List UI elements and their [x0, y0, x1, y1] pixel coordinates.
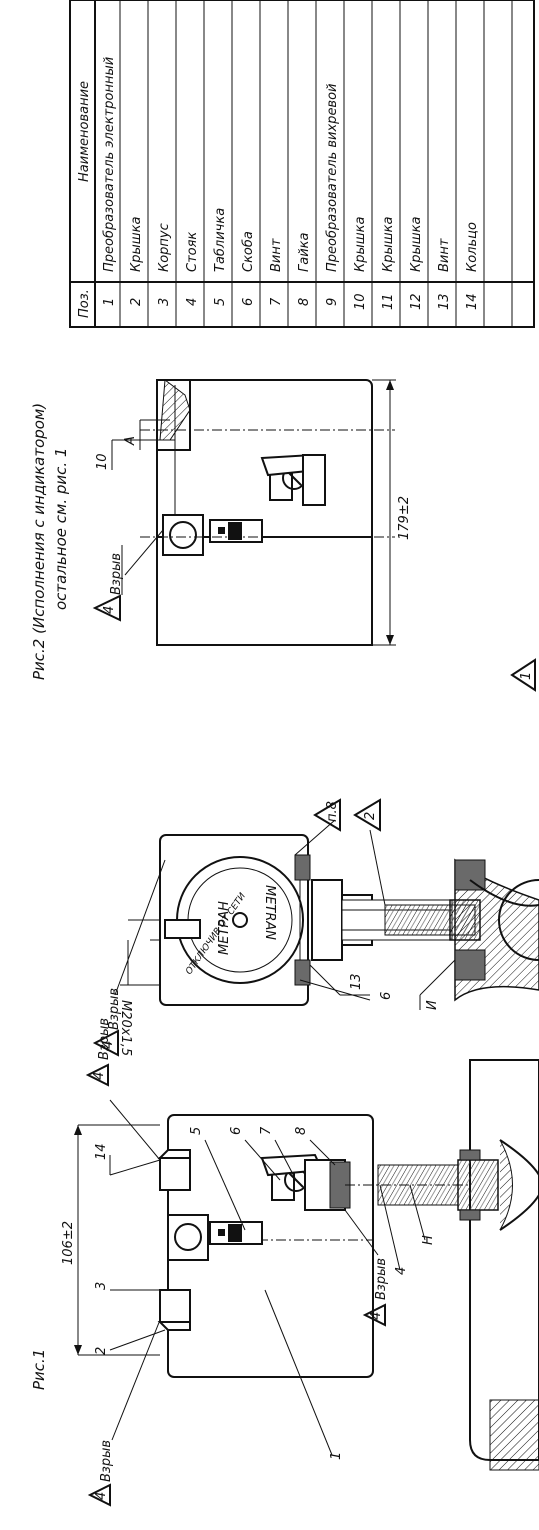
table-row-name: Корпус [157, 223, 172, 272]
mid-triangle-1-num: 1 [519, 672, 534, 680]
table-header-pos: Поз. [77, 289, 92, 318]
table-row-pos: 6 [241, 298, 256, 306]
figure-middle: МЕТРАН METRAN ОТКЛЮЧИВ ОТ СЕТИ М20х1,5 [92, 658, 539, 1057]
mid-thread: М20х1,5 [118, 1000, 133, 1056]
table-row-name: Табличка [213, 208, 228, 272]
table-row-pos: 7 [269, 297, 284, 306]
table-row-name: Стояк [185, 232, 200, 272]
fig1-callout-8: 8 [294, 1127, 309, 1135]
table-row-name: Кольцо [465, 222, 480, 272]
fig2-callout-10: 10 [95, 453, 110, 470]
table-row-pos: 11 [381, 293, 396, 310]
table-row-name: Винт [437, 238, 452, 272]
fig1-callout-7: 7 [259, 1126, 274, 1135]
fig1-explosion-num-2: 4 [92, 1072, 107, 1080]
table-row-name: Преобразователь вихревой [325, 84, 340, 273]
mid-triangle-2-icon [353, 798, 381, 832]
mid-logo-left: МЕТРАН [217, 901, 232, 955]
table-row-pos: 1 [102, 298, 117, 306]
table-row-name: Преобразователь электронный [102, 57, 117, 272]
mid-ref-p8: п.8 [325, 801, 340, 822]
fig2-explosion-num: 4 [102, 606, 117, 614]
fig1-explosion-num-3: 4 [369, 1312, 384, 1320]
fig1-callout-4: 4 [394, 1267, 409, 1275]
mid-explosion-num: 4 [101, 1041, 116, 1049]
table-row-pos: 14 [465, 293, 480, 310]
fig1-explosion-label-1: Взрыв [99, 1440, 114, 1482]
mid-callout-13: 13 [349, 973, 364, 990]
mid-explosion-triangle-icon [92, 1029, 119, 1057]
fig1-explosion-triangle-3-icon [362, 1303, 386, 1327]
fig1-callout-5: 5 [189, 1127, 204, 1135]
table-row-pos: 8 [297, 298, 312, 306]
parts-table: Поз. Наименование 1 Преобразователь элек… [69, 0, 535, 328]
fig1-callout-6: 6 [229, 1127, 244, 1135]
fig2-explosion-label: Взрыв [109, 553, 124, 595]
fig1-callout-H: Н [421, 1235, 436, 1245]
table-row-pos: 9 [325, 298, 340, 306]
table-row-name: Скоба [241, 231, 256, 272]
figure-1: Рис.1 [30, 1018, 539, 1507]
fig1-explosion-label-3: Взрыв [374, 1258, 389, 1300]
fig1-explosion-triangle-2-icon [85, 1063, 109, 1087]
mid-explosion-label: Взрыв [107, 988, 122, 1030]
figure-2: Рис.2 (Исполнения с индикатором) остальн… [30, 379, 412, 680]
table-row-name: Крышка [129, 217, 144, 272]
fig1-callout-3: 3 [94, 1282, 109, 1290]
table-row-name: Крышка [381, 217, 396, 272]
mid-callout-I: И [425, 1000, 440, 1010]
mid-logo-right: METRAN [262, 885, 277, 940]
fig2-callout-A: А [123, 436, 138, 446]
fig1-callout-2: 2 [94, 1347, 109, 1355]
table-row-pos: 2 [129, 298, 144, 306]
table-row-pos: 5 [213, 298, 228, 306]
table-header-name: Наименование [77, 81, 92, 182]
mid-triangle-2-num: 2 [363, 812, 378, 820]
fig2-title-line1: Рис.2 (Исполнения с индикатором) [30, 403, 48, 680]
mid-ref-triangle-icon [313, 798, 341, 832]
table-row-name: Гайка [297, 232, 312, 272]
table-row-name: Винт [269, 238, 284, 272]
fig2-title-line2: остальное см. рис. 1 [52, 448, 70, 610]
fig2-explosion-triangle-icon [92, 594, 121, 622]
fig1-title: Рис.1 [30, 1349, 48, 1390]
mid-triangle-1-icon [510, 658, 536, 692]
fig1-callout-14: 14 [94, 1143, 109, 1160]
mid-callout-6: 6 [379, 992, 394, 1000]
table-row-pos: 13 [437, 293, 452, 310]
fig1-explosion-label-2: Взрыв [97, 1018, 112, 1060]
table-row-pos: 4 [185, 298, 200, 306]
fig1-explosion-triangle-1-icon [87, 1483, 111, 1507]
fig1-dim: 106±2 [61, 1221, 76, 1265]
table-row-pos: 12 [409, 293, 424, 310]
fig2-dim: 179±2 [397, 496, 412, 540]
table-row-pos: 3 [157, 298, 172, 306]
table-row-name: Крышка [353, 217, 368, 272]
fig1-explosion-num-1: 4 [94, 1492, 109, 1500]
table-row-name: Крышка [409, 217, 424, 272]
fig1-callout-1: 1 [329, 1452, 344, 1460]
table-row-pos: 10 [353, 293, 368, 310]
